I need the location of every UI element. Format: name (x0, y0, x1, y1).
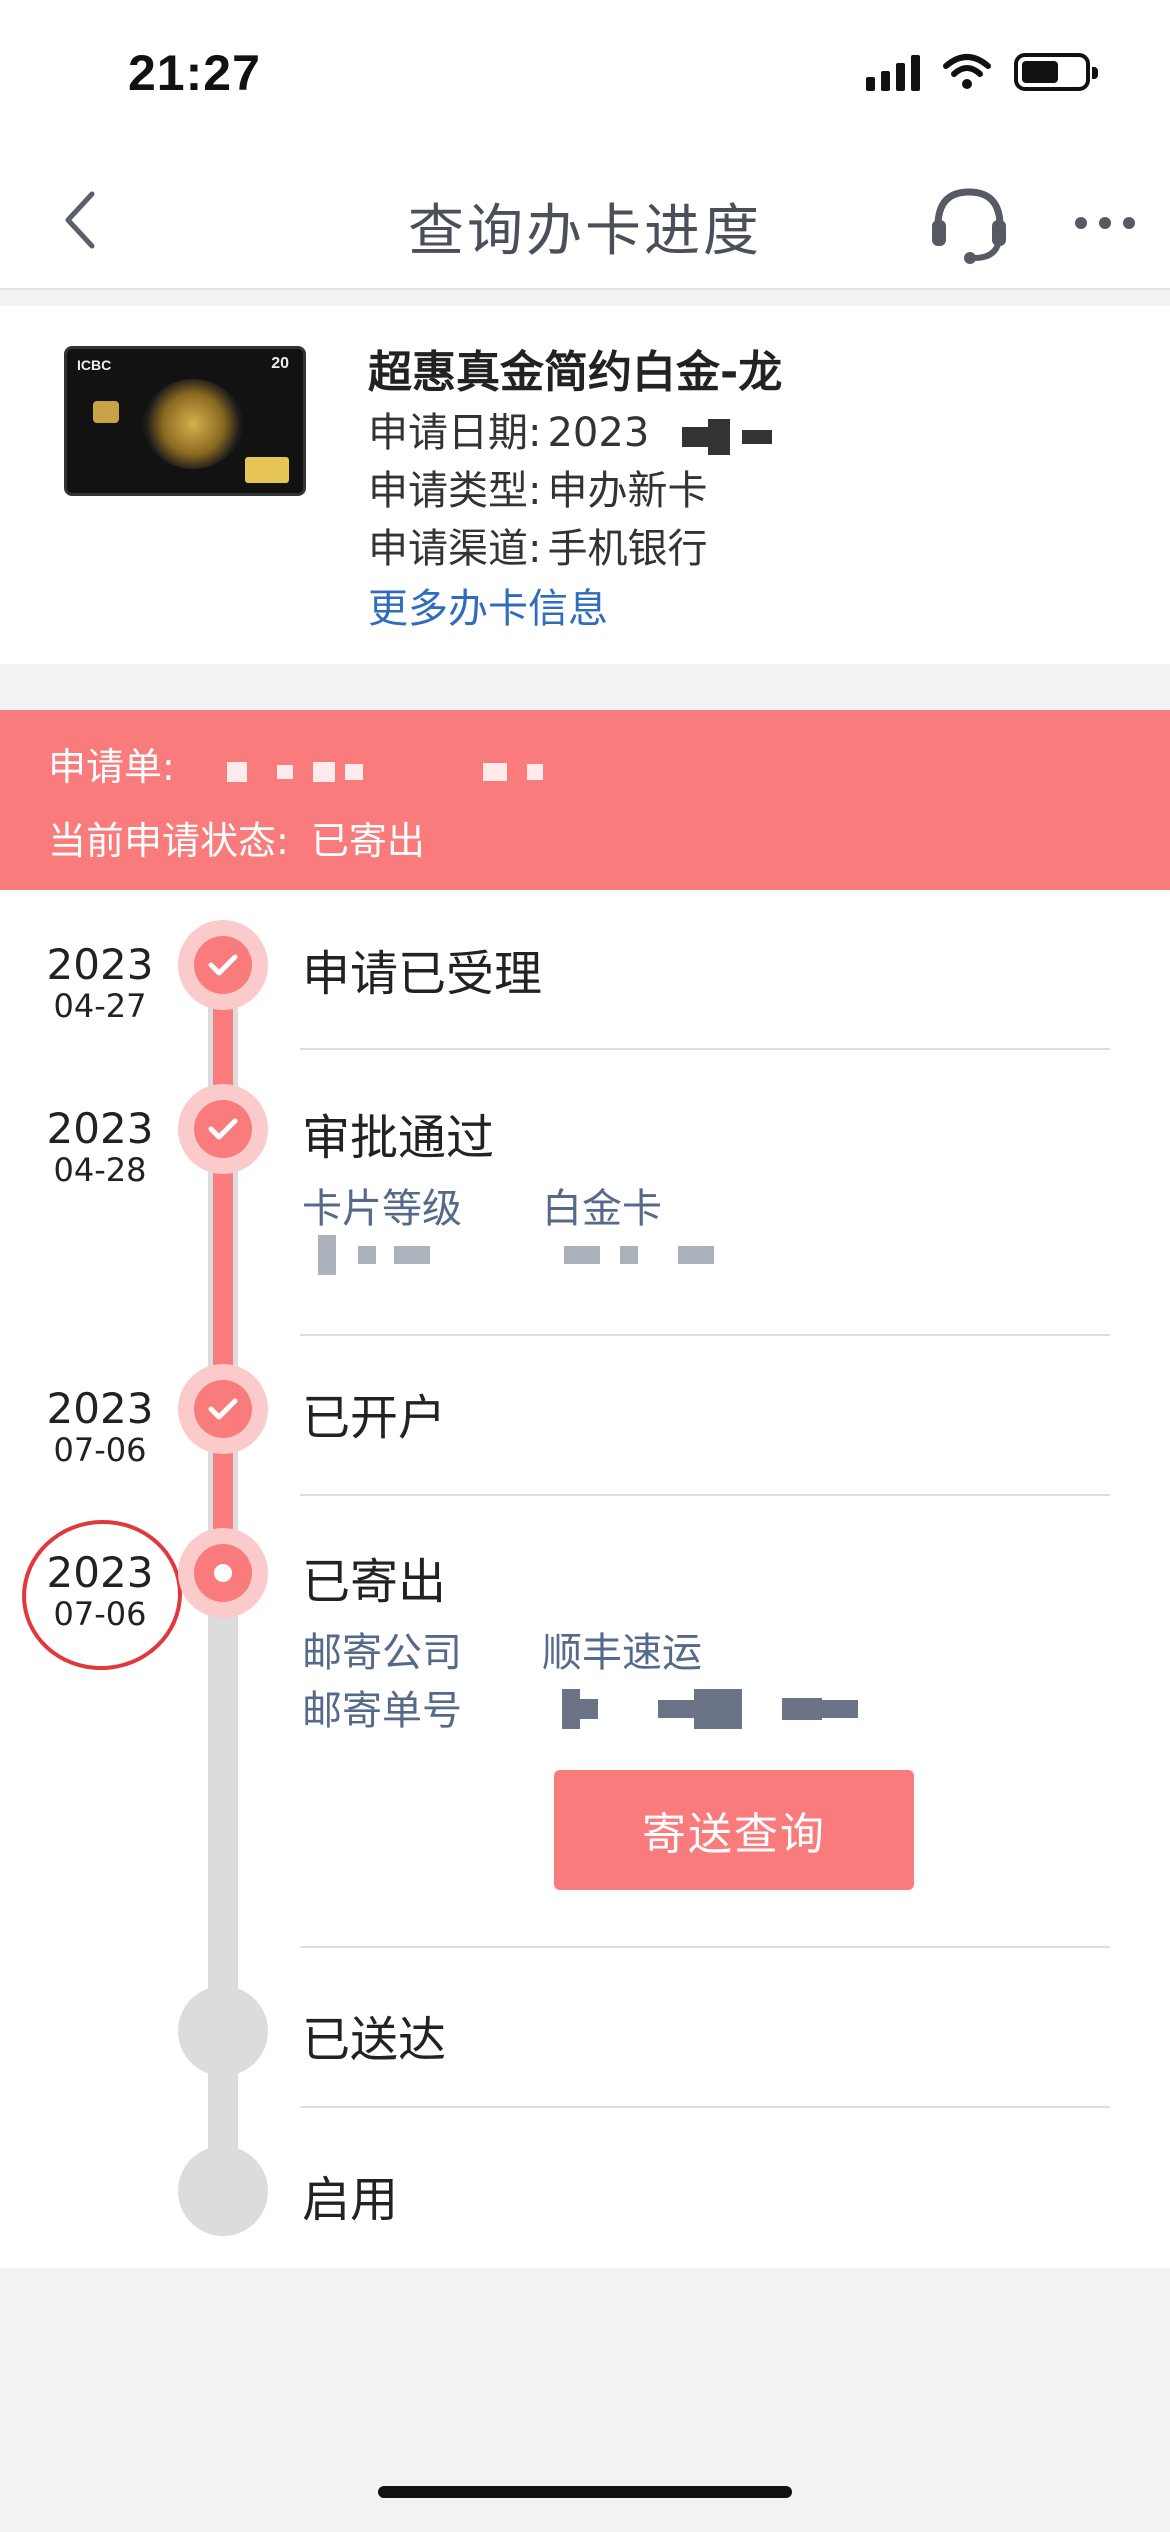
divider (300, 1946, 1110, 1948)
wifi-icon (943, 54, 991, 89)
tracking-number-row: 邮寄单号 (302, 1678, 858, 1736)
apply-type-row: 申请类型:申办新卡 (368, 458, 707, 516)
step-check-node (178, 920, 268, 1010)
step-pending-node (178, 1986, 268, 2076)
back-button[interactable] (40, 180, 120, 260)
check-icon (208, 954, 238, 976)
cellular-signal-icon (866, 53, 920, 91)
step-title: 启用 (302, 2172, 399, 2228)
apply-channel-row: 申请渠道:手机银行 (368, 516, 707, 574)
card-number-mark: 20 (271, 355, 289, 372)
step-current-node (178, 1528, 268, 1618)
more-button[interactable] (1060, 178, 1150, 268)
courier-company-label: 邮寄公司 (302, 1630, 462, 1676)
current-status-label: 当前申请状态: (48, 819, 289, 863)
card-name: 超惠真金简约白金-龙 (368, 347, 783, 398)
nav-bar: 查询办卡进度 (0, 150, 1170, 290)
order-number-label: 申请单: (48, 745, 175, 789)
page-title: 查询办卡进度 (408, 199, 762, 264)
current-dot-icon (214, 1564, 232, 1582)
status-banner: 申请单: 当前申请状态: 已寄出 (0, 710, 1170, 890)
card-network-logo (245, 457, 289, 483)
progress-timeline: 2023 04-27 申请已受理 2023 04-28 审批通过 卡片等级 白金… (0, 890, 1170, 2268)
apply-date-value: 2023 (547, 410, 650, 456)
card-level-label: 卡片等级 (302, 1186, 462, 1232)
apply-date-label: 申请日期: (368, 410, 542, 456)
divider (300, 1494, 1110, 1496)
step-date: 2023 07-06 (46, 1548, 154, 1633)
card-info-section: ICBC 20 超惠真金简约白金-龙 申请日期:2023 申请类型:申办新卡 申… (0, 306, 1170, 664)
courier-company-row: 邮寄公司 顺丰速运 (302, 1620, 702, 1678)
divider (300, 1334, 1110, 1336)
step-title: 审批通过 (302, 1110, 495, 1166)
battery-icon (1014, 53, 1098, 91)
timeline-track-progress (213, 960, 233, 1568)
divider (300, 2106, 1110, 2108)
back-icon (65, 191, 95, 249)
customer-service-icon (932, 188, 1006, 264)
step-date: 2023 04-28 (46, 1104, 154, 1189)
check-icon (208, 1398, 238, 1420)
status-icons (866, 52, 1098, 92)
step-title: 已开户 (302, 1390, 447, 1446)
status-bar: 21:27 (0, 0, 1170, 150)
redacted-mosaic (662, 412, 772, 458)
divider (300, 1048, 1110, 1050)
courier-company-value: 顺丰速运 (542, 1630, 702, 1676)
delivery-query-button[interactable]: 寄送查询 (554, 1770, 914, 1890)
step-check-node (178, 1364, 268, 1454)
home-indicator[interactable] (378, 2486, 792, 2498)
apply-channel-label: 申请渠道: (368, 526, 542, 572)
step-pending-node (178, 2146, 268, 2236)
step-date: 2023 04-27 (46, 940, 154, 1025)
redacted-mosaic (302, 1230, 714, 1276)
card-brand-logo: ICBC (77, 357, 112, 373)
status-time: 21:27 (128, 45, 261, 101)
current-status-row: 当前申请状态: 已寄出 (48, 810, 425, 865)
step-title: 申请已受理 (302, 946, 543, 1002)
card-chip (93, 401, 119, 423)
dragon-emblem (143, 379, 243, 469)
card-level-row: 卡片等级 白金卡 (302, 1176, 662, 1234)
apply-type-value: 申办新卡 (547, 468, 708, 514)
card-image: ICBC 20 (64, 346, 306, 496)
redacted-mosaic (187, 748, 543, 792)
order-number-row: 申请单: (48, 736, 543, 792)
step-title: 已寄出 (302, 1554, 447, 1610)
more-card-info-link[interactable]: 更多办卡信息 (368, 586, 608, 632)
redacted-row (302, 1228, 714, 1276)
more-icon (1075, 217, 1087, 229)
customer-service-button[interactable] (924, 178, 1014, 268)
step-date: 2023 07-06 (46, 1384, 154, 1469)
apply-channel-value: 手机银行 (547, 526, 708, 572)
redacted-mosaic (542, 1684, 858, 1730)
current-status-value: 已寄出 (310, 819, 425, 863)
apply-type-label: 申请类型: (368, 468, 542, 514)
step-check-node (178, 1084, 268, 1174)
check-icon (208, 1118, 238, 1140)
tracking-number-label: 邮寄单号 (302, 1688, 462, 1734)
card-level-value: 白金卡 (542, 1186, 662, 1232)
apply-date-row: 申请日期:2023 (368, 400, 772, 458)
step-title: 已送达 (302, 2012, 447, 2068)
